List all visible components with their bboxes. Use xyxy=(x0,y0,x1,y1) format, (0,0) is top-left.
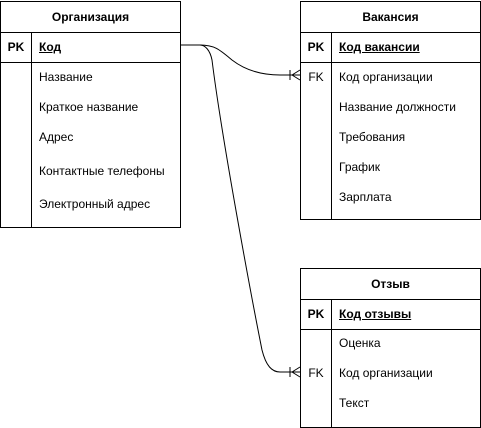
field-address: Адрес xyxy=(39,130,74,144)
pk-tag: PK xyxy=(301,299,332,329)
entity-vacancy[interactable]: Вакансия PK Код вакансии FK Код организа… xyxy=(300,1,481,220)
field-position: Название должности xyxy=(339,100,456,114)
pk-field-name: Код xyxy=(39,40,62,54)
pk-tag: PK xyxy=(1,32,32,62)
fk-tag: FK xyxy=(308,70,324,84)
entity-title: Отзыв xyxy=(301,269,480,300)
entity-review[interactable]: Отзыв PK Код отзывы Оценка FK Код органи… xyxy=(300,268,481,428)
field-short-name: Краткое название xyxy=(39,100,139,114)
fk-tag: FK xyxy=(308,366,324,380)
field-requirements: Требования xyxy=(339,130,406,144)
vacancy-crowfoot-icon xyxy=(289,69,301,81)
primary-key-row: PK Код вакансии xyxy=(301,32,480,63)
primary-key-row: PK Код отзывы xyxy=(301,299,480,330)
primary-key-row: PK Код xyxy=(1,32,180,63)
org-to-vacancy-connector xyxy=(180,44,300,76)
pk-field-name: Код вакансии xyxy=(339,40,420,54)
key-column xyxy=(301,62,332,219)
field-email: Электронный адрес xyxy=(39,197,151,211)
field-name: Название xyxy=(39,70,93,84)
field-text: Текст xyxy=(339,396,370,410)
review-crowfoot-icon xyxy=(289,366,301,378)
field-schedule: График xyxy=(339,160,380,174)
entity-organization[interactable]: Организация PK Код Название Краткое назв… xyxy=(0,1,181,228)
pk-field-name: Код отзывы xyxy=(339,307,412,321)
field-rating: Оценка xyxy=(339,336,381,350)
field-org-code: Код организации xyxy=(339,70,433,84)
field-phones: Контактные телефоны xyxy=(39,164,165,178)
key-column xyxy=(301,329,332,427)
entity-title: Вакансия xyxy=(301,2,480,33)
pk-tag: PK xyxy=(301,32,332,62)
field-salary: Зарплата xyxy=(339,190,392,204)
org-to-review-connector xyxy=(180,44,300,373)
field-org-code: Код организации xyxy=(339,366,433,380)
key-column xyxy=(1,62,32,227)
entity-title: Организация xyxy=(1,2,180,33)
